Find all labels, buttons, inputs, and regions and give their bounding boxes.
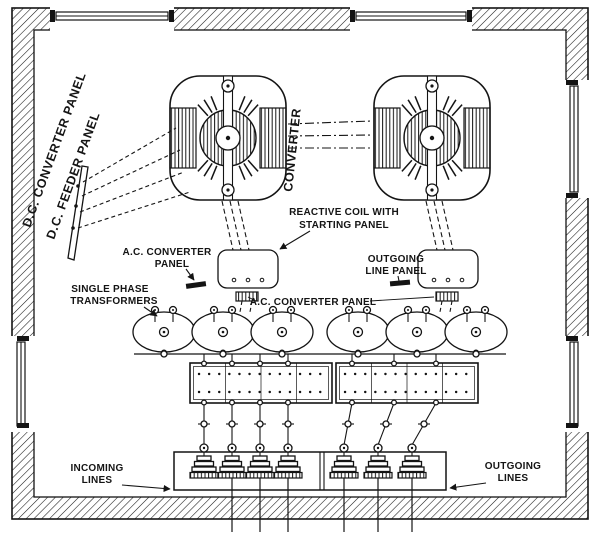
label-ac-converter-panel-center: A.C. CONVERTER PANEL [250, 297, 377, 308]
cable-terminals [189, 443, 427, 479]
window-left-lower [10, 336, 36, 432]
window-top-left [50, 6, 174, 32]
dc-feeder-dashed-lines [77, 127, 191, 229]
panel-terminals [200, 360, 440, 406]
starting-panel-drop-lines [239, 300, 453, 313]
line-insulators [198, 420, 430, 428]
label-incoming-lines-line1: INCOMING [70, 463, 123, 474]
line-enclosure [173, 451, 447, 491]
converter-right [373, 75, 491, 201]
cable-bell [363, 443, 393, 479]
cable-bell [329, 443, 359, 479]
window-right-upper [562, 80, 590, 198]
label-ac-converter-panel-side-line2: PANEL [155, 259, 189, 270]
reactive-coil-panel-right [417, 249, 479, 302]
label-reactive-coil-line1: REACTIVE COIL WITH [289, 207, 399, 218]
outgoing-line-panel-marker [389, 279, 411, 287]
label-outgoing-line-panel-line1: OUTGOING [368, 254, 424, 265]
reactive-coil-panel-left [217, 249, 279, 302]
switchboard-right [335, 362, 479, 404]
label-reactive-coil-line2: STARTING PANEL [299, 220, 389, 231]
converter-drop-lines [221, 200, 454, 251]
transformer-bus [134, 350, 506, 358]
transformer-6 [444, 305, 508, 356]
building-walls [11, 7, 589, 520]
label-outgoing-lines-line1: OUTGOING [485, 461, 541, 472]
transformer-5 [385, 305, 449, 356]
dc-panel [67, 165, 89, 261]
transformer-2 [191, 305, 255, 356]
label-leaders [121, 230, 487, 493]
starting-panel-block-right [435, 291, 459, 302]
cable-bell [245, 443, 275, 479]
label-outgoing-line-panel-line2: LINE PANEL [365, 266, 426, 277]
label-ac-converter-panel-side-line1: A.C. CONVERTER [122, 247, 212, 258]
cable-bell [217, 443, 247, 479]
cable-bell [397, 443, 427, 479]
window-top-right [350, 6, 472, 32]
windows [10, 6, 590, 432]
feeder-columns [198, 354, 440, 446]
transformer-1 [132, 305, 196, 356]
label-single-phase-line1: SINGLE PHASE [71, 284, 149, 295]
cable-bell [273, 443, 303, 479]
converter-tie-lines [287, 120, 373, 149]
switchboard-left [189, 362, 333, 404]
label-incoming-lines-line2: LINES [82, 475, 113, 486]
cable-exit-lines [231, 478, 413, 532]
ac-converter-panel-marker [185, 281, 207, 289]
label-outgoing-lines-line2: LINES [498, 473, 529, 484]
transformer-3 [250, 305, 314, 356]
transformer-4 [326, 305, 390, 356]
label-single-phase-line2: TRANSFORMERS [70, 296, 158, 307]
transformer-row [132, 305, 508, 356]
converter-left [169, 75, 287, 201]
window-right-lower [562, 336, 590, 432]
cable-bell [189, 443, 219, 479]
starting-panel-block-left [235, 291, 259, 302]
